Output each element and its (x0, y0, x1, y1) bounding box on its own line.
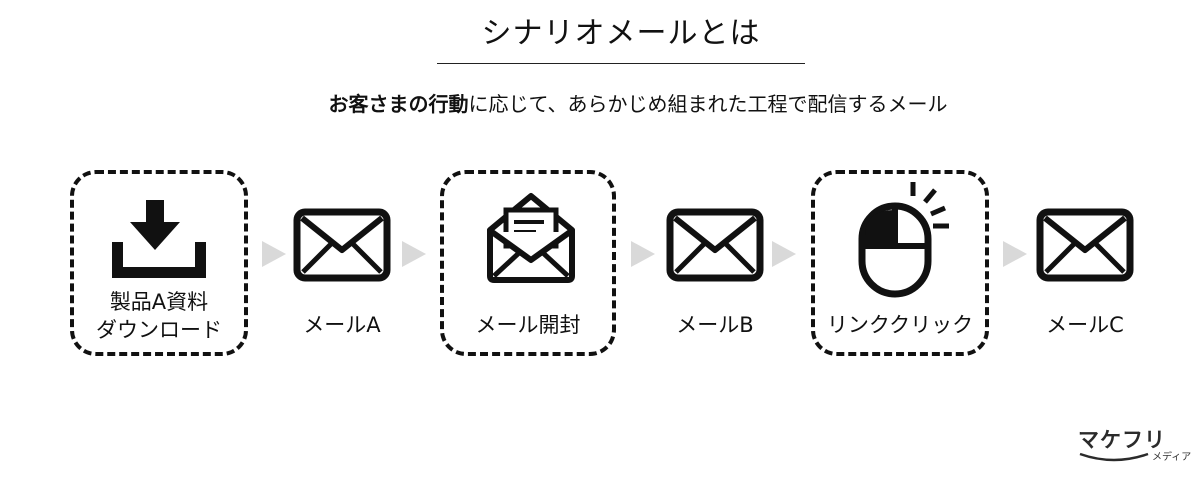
step-box-link-click (811, 170, 989, 356)
download-icon (112, 200, 206, 278)
step-box-download (70, 170, 248, 356)
step-label-mail-b: メールB (676, 313, 754, 337)
step-box-mail-open (440, 170, 616, 356)
step-label-mail-a: メールA (303, 313, 381, 337)
subtitle-emphasis: お客さまの行動 (328, 92, 469, 116)
envelope-icon (293, 208, 391, 282)
diagram-title: シナリオメールとは (481, 16, 761, 51)
step-label-download-line2: ダウンロード (96, 318, 222, 342)
envelope-icon (1036, 208, 1134, 282)
open-envelope-icon (487, 193, 575, 283)
brand-subtitle: メディア (1152, 452, 1192, 463)
arrow-right-icon (631, 241, 655, 267)
arrow-right-icon (262, 241, 286, 267)
arrow-right-icon (772, 241, 796, 267)
arrow-right-icon (1003, 241, 1027, 267)
step-label-link-click: リンククリック (826, 313, 974, 337)
subtitle-text: に応じて、あらかじめ組まれた工程で配信するメール (468, 92, 948, 116)
step-label-download: 製品A資料 ダウンロード (70, 288, 248, 344)
envelope-icon (666, 208, 764, 282)
title-underline (437, 63, 805, 64)
brand-logo: マケフリ メディア (1078, 424, 1194, 466)
arrow-right-icon (402, 241, 426, 267)
brand-name: マケフリ (1078, 428, 1166, 452)
step-label-mail-c: メールC (1046, 313, 1124, 337)
step-label-download-line1: 製品A資料 (109, 290, 209, 314)
step-label-mail-open: メール開封 (475, 313, 581, 337)
mouse-click-icon (858, 182, 949, 298)
brand-swoosh-icon (1079, 452, 1149, 462)
diagram-subtitle: お客さまの行動に応じて、あらかじめ組まれた工程で配信するメール (0, 90, 1200, 118)
